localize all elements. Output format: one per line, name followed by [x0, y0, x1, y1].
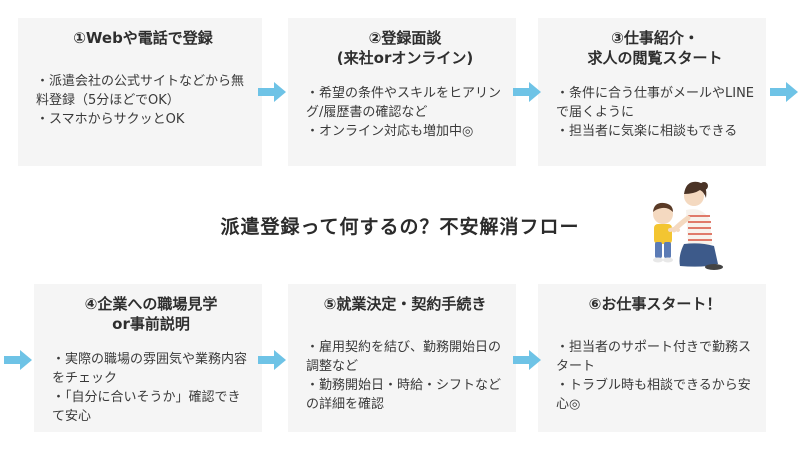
step-body: ・実際の職場の雰囲気や業務内容をチェック ・「自分に合いそうか」確認できて安心 [52, 352, 248, 424]
arrow-right-icon [258, 350, 286, 370]
step-body: ・条件に合う仕事がメールやLINEで届くように ・担当者に気楽に相談もできる [556, 86, 755, 139]
arrow-right-icon [258, 82, 286, 102]
step-body: ・担当者のサポート付きで勤務スタート ・トラブル時も相談できるから安心◎ [556, 340, 752, 412]
step-title: ④企業への職場見学 or事前説明 [84, 295, 218, 333]
step-body: ・希望の条件やスキルをヒアリング/履歴書の確認など ・オンライン対応も増加中◎ [306, 86, 502, 139]
step-card-2: ②登録面談 (来社orオンライン) ・希望の条件やスキルをヒアリング/履歴書の確… [288, 18, 516, 166]
step-title: ③仕事紹介・ 求人の閲覧スタート [587, 29, 723, 67]
step-card-1: ①Webや電話で登録 ・派遣会社の公式サイトなどから無料登録（5分ほどでOK） … [18, 18, 262, 166]
step-card-3: ③仕事紹介・ 求人の閲覧スタート ・条件に合う仕事がメールやLINEで届くように… [538, 18, 766, 166]
step-title: ⑤就業決定・契約手続き [323, 295, 487, 313]
step-body: ・雇用契約を結び、勤務開始日の調整など ・勤務開始日・時給・シフトなどの詳細を確… [306, 340, 502, 412]
arrow-right-icon [513, 82, 541, 102]
step-body: ・派遣会社の公式サイトなどから無料登録（5分ほどでOK） ・スマホからサクッとO… [36, 74, 245, 127]
step-card-6: ⑥お仕事スタート！ ・担当者のサポート付きで勤務スタート ・トラブル時も相談でき… [538, 284, 766, 432]
step-title: ⑥お仕事スタート！ [588, 295, 722, 313]
step-title: ①Webや電話で登録 [73, 29, 213, 47]
step-card-4: ④企業への職場見学 or事前説明 ・実際の職場の雰囲気や業務内容をチェック ・「… [34, 284, 262, 432]
headline: 派遣登録って何するの？不安解消フロー [220, 216, 580, 238]
arrow-right-icon [513, 350, 541, 370]
step-title: ②登録面談 (来社orオンライン) [336, 29, 474, 67]
step-card-5: ⑤就業決定・契約手続き ・雇用契約を結び、勤務開始日の調整など ・勤務開始日・時… [288, 284, 516, 432]
mother-and-child-illustration [653, 181, 723, 270]
arrow-right-icon [4, 350, 32, 370]
arrow-right-icon [770, 82, 798, 102]
